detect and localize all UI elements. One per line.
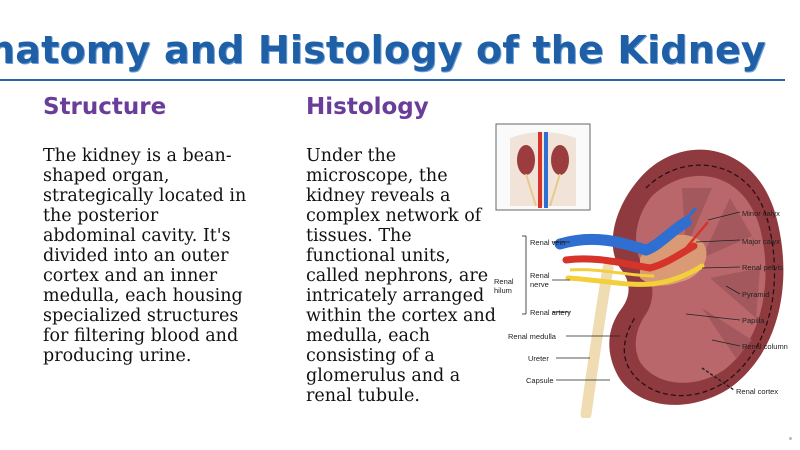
label-renal-cortex: Renal cortex [736, 387, 778, 396]
label-capsule: Capsule [526, 376, 554, 385]
kidney-diagram: Minor calyx Major calyx Renal pelvis Pyr… [490, 118, 800, 418]
title-underline [0, 79, 785, 81]
label-minor-calyx: Minor calyx [742, 209, 780, 218]
histology-heading: Histology [306, 94, 429, 120]
label-ureter: Ureter [528, 354, 549, 363]
renal-vein-vessel [554, 216, 692, 256]
structure-heading: Structure [43, 94, 167, 120]
label-renal-column: Renal column [742, 342, 788, 351]
kidney-diagram-svg: Minor calyx Major calyx Renal pelvis Pyr… [494, 123, 788, 418]
label-renal-hilum-line2: hilum [494, 286, 512, 295]
slide-title: natomy and Histology of the Kidney [0, 28, 766, 72]
label-renal-artery: Renal artery [530, 308, 571, 317]
label-renal-vein: Renal vein [530, 238, 565, 247]
slide-corner-marker [789, 437, 792, 440]
label-renal-medulla: Renal medulla [508, 332, 557, 341]
label-renal-nerve-line2: nerve [530, 280, 549, 289]
label-papilla: Papilla [742, 316, 765, 325]
inset-thumbnail [495, 123, 591, 211]
structure-body: The kidney is a bean-shaped organ, strat… [43, 146, 247, 366]
cortex-boundary [623, 164, 776, 397]
label-renal-nerve-line1: Renal [530, 271, 550, 280]
renal-artery-vessel [562, 242, 698, 272]
label-major-calyx: Major calyx [742, 237, 780, 246]
label-pyramid: Pyramid [742, 290, 770, 299]
histology-body: Under the microscope, the kidney reveals… [306, 146, 496, 406]
label-renal-hilum-line1: Renal [494, 277, 514, 286]
label-renal-pelvis: Renal pelvis [742, 263, 783, 272]
renal-nerve-vessel [565, 263, 705, 287]
ureter-tube [580, 262, 614, 418]
